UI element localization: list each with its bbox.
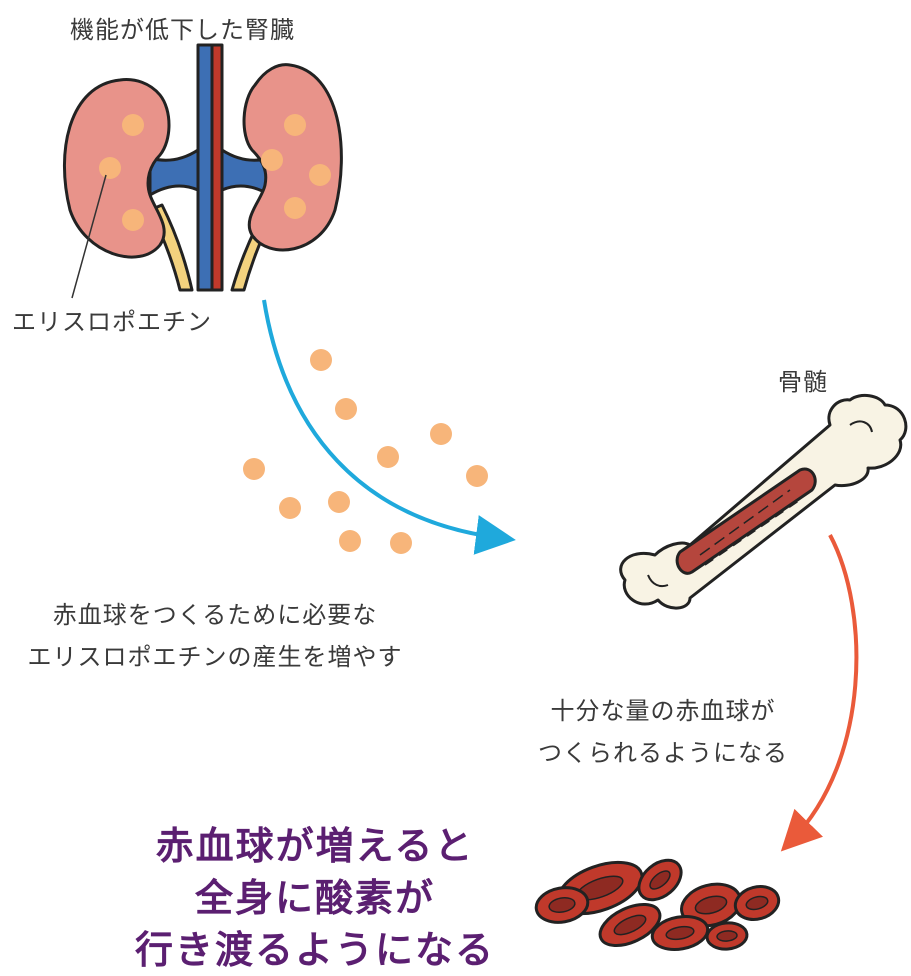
epo-increase-caption: 赤血球をつくるために必要な エリスロポエチンの産生を増やす: [0, 594, 430, 678]
rbc-production-caption: 十分な量の赤血球が つくられるようになる: [498, 690, 828, 774]
caption-line: 赤血球をつくるために必要な: [0, 594, 430, 636]
caption-line: 十分な量の赤血球が: [498, 690, 828, 732]
epo-label: エリスロポエチン: [12, 302, 212, 337]
conclusion-line: 全身に酸素が: [80, 872, 550, 924]
caption-line: エリスロポエチンの産生を増やす: [0, 636, 430, 678]
conclusion-line: 赤血球が増えると: [80, 820, 550, 872]
caption-line: つくられるようになる: [498, 732, 828, 774]
bone-illustration: [621, 395, 906, 608]
conclusion-text: 赤血球が増えると 全身に酸素が 行き渡るようになる: [80, 820, 550, 976]
bone-marrow-label: 骨髄: [778, 362, 828, 397]
epo-dots-floating: [243, 349, 488, 554]
arrow-marrow-to-rbc: [792, 535, 856, 840]
conclusion-line: 行き渡るようになる: [80, 924, 550, 976]
red-blood-cells-illustration: [533, 852, 782, 954]
kidney-right: [244, 65, 341, 250]
kidney-label: 機能が低下した腎臓: [70, 10, 295, 45]
vena-cava: [198, 45, 212, 290]
